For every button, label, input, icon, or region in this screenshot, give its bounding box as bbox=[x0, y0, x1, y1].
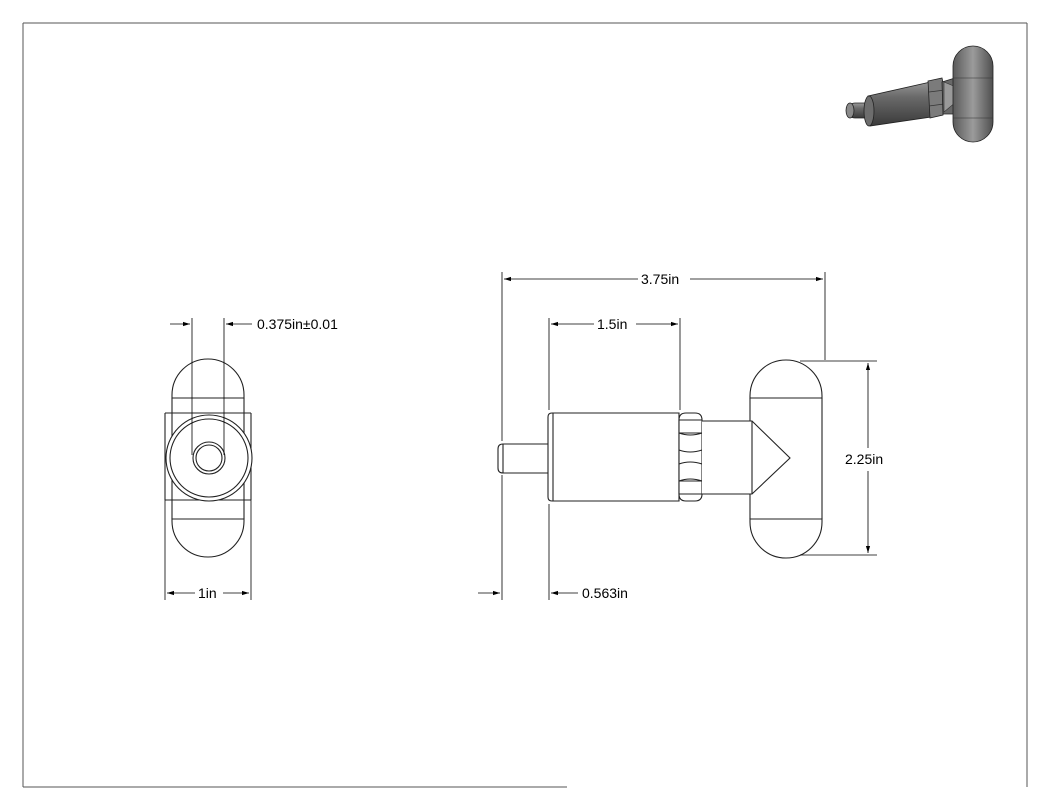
dim-pin-diameter: 0.375in±0.01 bbox=[257, 316, 338, 332]
dim-body-length: 1.5in bbox=[597, 316, 627, 332]
side-view-dimensions: 3.75in 1.5in 2.25in 0.563in bbox=[478, 271, 883, 601]
side-view bbox=[497, 359, 823, 559]
dim-overall-length: 3.75in bbox=[641, 271, 679, 287]
dim-handle-height: 2.25in bbox=[845, 451, 883, 467]
end-view bbox=[164, 358, 253, 558]
dim-pin-projection: 0.563in bbox=[582, 585, 628, 601]
sheet-border bbox=[22, 22, 1028, 788]
isometric-thumbnail bbox=[845, 45, 994, 143]
end-view-dimensions: 0.375in±0.01 1in bbox=[164, 316, 338, 601]
dim-width: 1in bbox=[198, 585, 217, 601]
